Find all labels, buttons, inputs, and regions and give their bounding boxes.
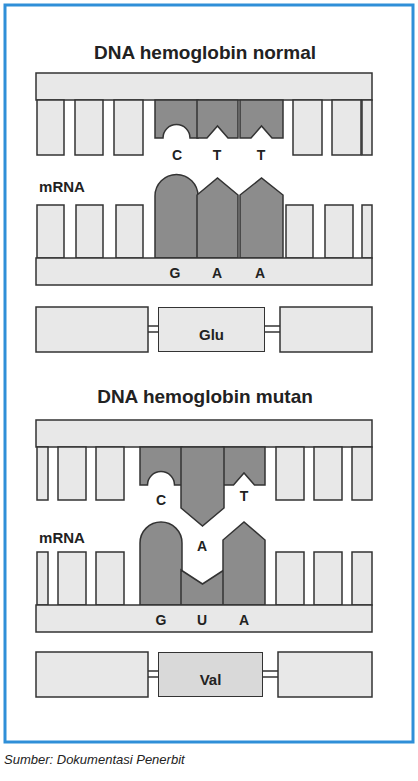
dna-base bbox=[75, 100, 103, 155]
dna-base bbox=[276, 447, 304, 500]
amino-acid-name: Glu bbox=[199, 327, 224, 342]
dna-base bbox=[96, 447, 124, 500]
dna-base-t bbox=[197, 100, 238, 138]
dna-base-c bbox=[140, 447, 182, 485]
peptide-bond bbox=[263, 676, 278, 678]
amino-acid-box bbox=[36, 652, 148, 697]
section-heading: DNA hemoglobin normal bbox=[94, 43, 316, 62]
mrna-base bbox=[76, 205, 103, 258]
peptide-bond bbox=[148, 676, 158, 678]
base-letter: A bbox=[239, 613, 249, 627]
mrna-backbone bbox=[36, 258, 372, 285]
base-letter: A bbox=[212, 266, 222, 280]
mrna-base-g bbox=[140, 522, 182, 605]
strand-label: mRNA bbox=[39, 530, 85, 545]
dna-base bbox=[58, 447, 86, 500]
amino-acid-box: Val bbox=[158, 652, 263, 697]
peptide-bond bbox=[148, 325, 158, 327]
mrna-base bbox=[276, 552, 304, 605]
dna-base bbox=[332, 100, 361, 155]
mrna-base bbox=[96, 552, 124, 605]
amino-acid-box bbox=[280, 307, 372, 352]
dna-base bbox=[37, 100, 64, 155]
section-heading: DNA hemoglobin mutan bbox=[97, 387, 313, 406]
peptide-bond bbox=[265, 325, 280, 327]
dna-backbone bbox=[36, 73, 372, 100]
mrna-base bbox=[325, 205, 353, 258]
source-caption: Sumber: Dokumentasi Penerbit bbox=[4, 753, 185, 766]
mrna-base-a bbox=[240, 178, 283, 258]
peptide-bond bbox=[265, 331, 280, 333]
dna-base bbox=[114, 100, 143, 155]
mrna-base bbox=[58, 552, 86, 605]
dna-base bbox=[352, 447, 372, 500]
base-letter: T bbox=[257, 148, 266, 162]
mrna-base-u bbox=[181, 570, 224, 605]
base-letter: G bbox=[170, 266, 181, 280]
base-letter: C bbox=[172, 148, 182, 162]
dna-base bbox=[37, 447, 48, 500]
mrna-base bbox=[314, 552, 342, 605]
mrna-base bbox=[352, 552, 372, 605]
base-letter: T bbox=[213, 148, 222, 162]
peptide-bond bbox=[148, 331, 158, 333]
dna-base bbox=[362, 100, 372, 155]
dna-base-a bbox=[181, 447, 224, 526]
strand-label: mRNA bbox=[39, 179, 85, 194]
mrna-backbone bbox=[36, 605, 372, 632]
peptide-bond bbox=[263, 670, 278, 672]
amino-acid-box bbox=[36, 307, 148, 352]
amino-acid-box bbox=[278, 652, 372, 697]
dna-backbone bbox=[36, 420, 372, 447]
mrna-base bbox=[116, 205, 143, 258]
mrna-base-g bbox=[155, 175, 198, 258]
dna-base-t bbox=[240, 100, 283, 138]
base-letter: T bbox=[240, 489, 249, 503]
mrna-base-a bbox=[223, 522, 265, 605]
base-letter: A bbox=[255, 266, 265, 280]
dna-base bbox=[314, 447, 342, 500]
peptide-bond bbox=[148, 670, 158, 672]
amino-acid-box: Glu bbox=[158, 307, 265, 352]
dna-base-c bbox=[155, 100, 198, 138]
base-letter: C bbox=[156, 493, 166, 507]
mrna-base bbox=[286, 205, 313, 258]
dna-base-t bbox=[223, 447, 265, 485]
base-letter: U bbox=[197, 613, 207, 627]
dna-base bbox=[293, 100, 322, 155]
mrna-base bbox=[37, 552, 48, 605]
mrna-base bbox=[362, 205, 372, 258]
mrna-base bbox=[37, 205, 64, 258]
base-letter: A bbox=[197, 539, 207, 553]
amino-acid-name: Val bbox=[200, 672, 222, 687]
frame-border bbox=[5, 5, 413, 742]
mrna-base-a bbox=[197, 178, 238, 258]
base-letter: G bbox=[156, 613, 167, 627]
